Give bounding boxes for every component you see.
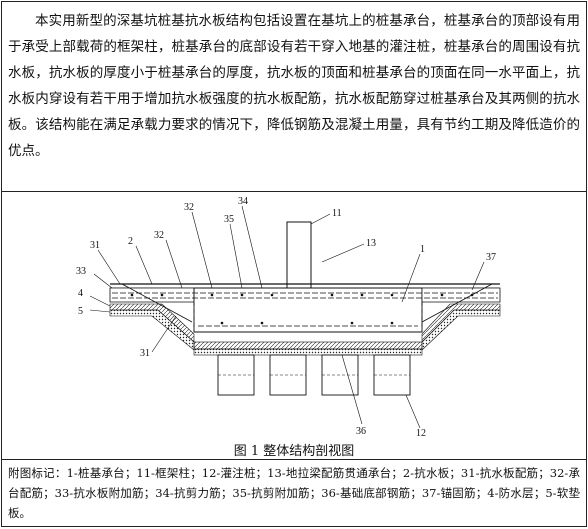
waterproof-layer-bottom <box>193 341 423 350</box>
label-2: 2 <box>128 236 133 247</box>
anchor-bar-right <box>421 283 493 323</box>
label-31a: 31 <box>90 240 100 251</box>
label-12: 12 <box>416 428 426 438</box>
label-4: 4 <box>78 288 83 299</box>
label-32a: 32 <box>184 202 194 213</box>
label-1: 1 <box>420 244 425 255</box>
pile-cap <box>193 287 423 333</box>
label-33: 33 <box>76 266 86 277</box>
reference-legend: 附图标记：1-桩基承台；11-框架柱；12-灌注桩；13-地拉梁配筋贯通承台；2… <box>8 466 580 520</box>
label-32b: 32 <box>154 230 164 241</box>
label-31b: 31 <box>140 348 150 359</box>
rebar-dots <box>130 293 474 325</box>
label-5: 5 <box>78 306 83 317</box>
label-13: 13 <box>366 238 376 249</box>
cushion-layer-bottom <box>193 348 423 356</box>
label-37: 37 <box>486 252 496 263</box>
label-11: 11 <box>332 208 342 219</box>
label-36: 36 <box>356 426 366 437</box>
anti-water-slab-right <box>421 287 501 303</box>
section-drawing: 34 32 35 11 32 13 1 31 2 37 33 4 5 31 36… <box>76 196 501 439</box>
figure-cell: 34 32 35 11 32 13 1 31 2 37 33 4 5 31 36… <box>2 192 586 460</box>
figure-caption: 图 1 整体结构剖视图 <box>233 444 355 459</box>
abstract-paragraph: 本实用新型的深基坑桩基抗水板结构包括设置在基坑上的桩基承台，桩基承台的顶部设有用… <box>2 2 586 192</box>
label-35: 35 <box>224 214 234 225</box>
label-34: 34 <box>238 196 248 207</box>
anchor-bar-left <box>121 283 193 323</box>
